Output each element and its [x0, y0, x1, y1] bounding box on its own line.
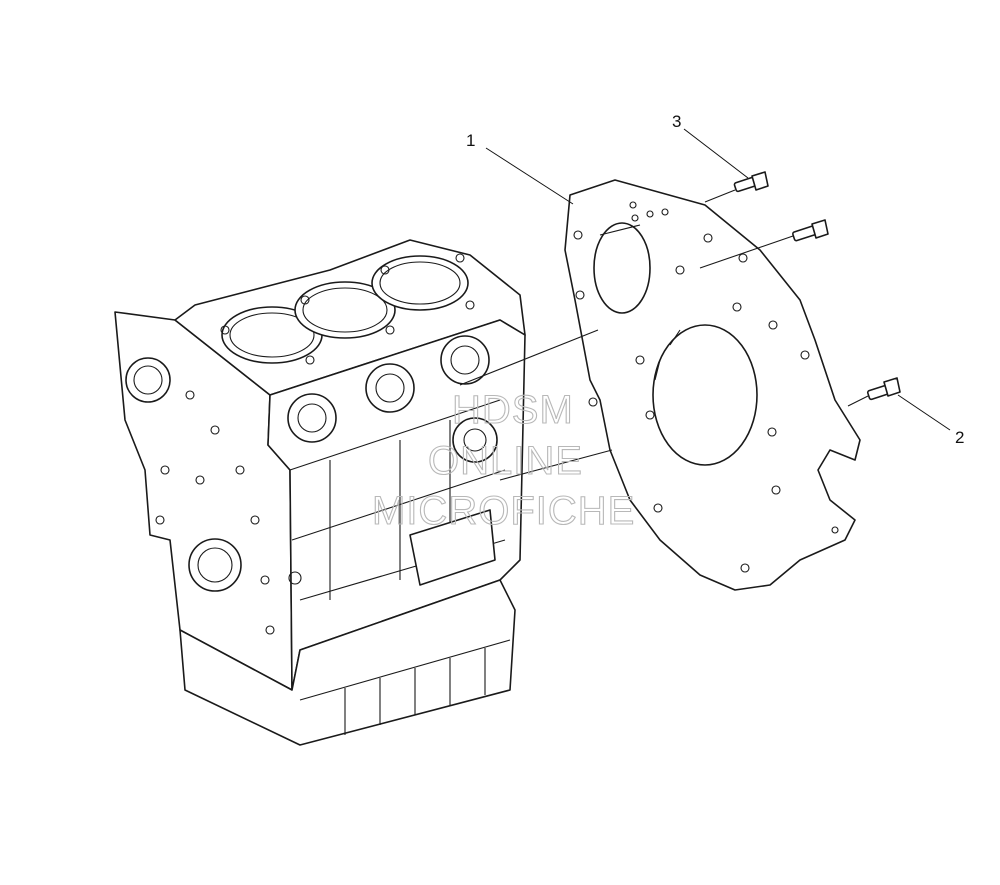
- callout-1: 1: [466, 131, 475, 150]
- adapter-plate: [564, 179, 861, 591]
- bolt-3: [733, 171, 769, 193]
- engine-block: [114, 239, 526, 746]
- watermark-line-2: ONLINE: [428, 439, 583, 483]
- watermark-line-3: MICROFICHE: [372, 489, 635, 533]
- watermark: HDSM ONLINE MICROFICHE: [371, 387, 635, 533]
- leader-line-2: [897, 394, 951, 431]
- front-face-holes: [125, 357, 302, 635]
- callout-2: 2: [955, 428, 964, 447]
- callout-3: 3: [672, 112, 681, 131]
- plate-holes: [573, 201, 839, 573]
- leader-line-1: [485, 147, 574, 205]
- watermark-line-1: HDSM: [452, 388, 574, 432]
- bolt-2: [866, 377, 901, 401]
- deck-holes: [220, 253, 475, 365]
- bolt-middle: [792, 219, 829, 242]
- leader-line-3: [683, 128, 749, 179]
